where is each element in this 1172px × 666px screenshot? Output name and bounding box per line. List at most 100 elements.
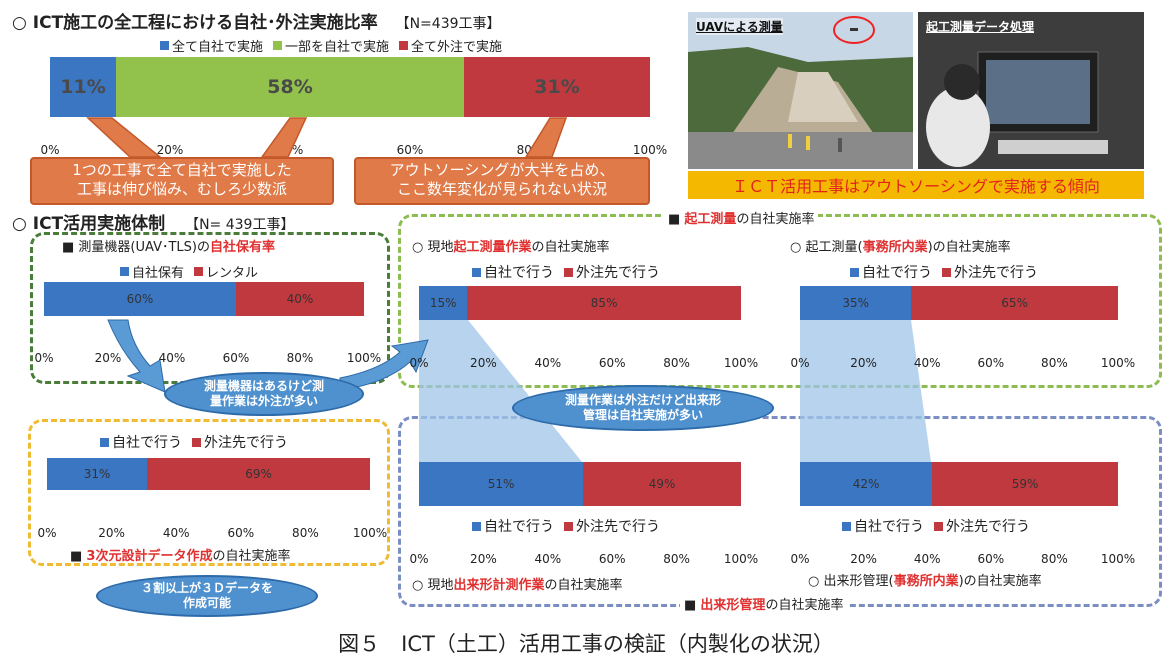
pointer-58pct	[260, 117, 308, 158]
tick-label-kiko_field-4: 80%	[663, 356, 690, 370]
tick-label-deki_field-1: 20%	[470, 552, 497, 566]
data-label-kiko_field-0: 15%	[429, 296, 457, 310]
bar-segment-deki_office-1: 59%	[932, 462, 1118, 506]
overall-n-count: 【N=439工事】	[395, 16, 501, 32]
bar-segment-kiko_office-0: 35%	[800, 286, 912, 320]
tick-label-deki_office-5: 100%	[1100, 552, 1136, 566]
legend-swatch-blue	[160, 41, 169, 50]
deki-field-title: ○ 現地出来形計測作業の自社実施率	[412, 578, 623, 593]
kiko-field-legend: 自社で行う 外注先で行う	[472, 262, 660, 282]
tick-label-design3d-4: 80%	[292, 526, 319, 540]
deki-field-legend: 自社で行う 外注先で行う	[472, 516, 660, 536]
office-photo-label: 起工測量データ処理	[926, 20, 1035, 34]
tick-label-overall-5: 100%	[632, 143, 668, 157]
overall-legend: 全て自社で実施 一部を自社で実施 全て外注で実施	[160, 36, 502, 55]
legend-item-all-outsourced: 全て外注で実施	[399, 36, 502, 55]
deki-office-title: ○ 出来形管理(事務所内業)の自社実施率	[808, 574, 1042, 589]
kiko-field-title: ○ 現地起工測量作業の自社実施率	[412, 240, 610, 255]
deki-field-x-axis: 0%20%40%60%80%100%	[409, 552, 758, 568]
overall-title: ○ ICT施工の全工程における自社･外注実施比率 【N=439工事】	[12, 13, 501, 33]
legend-swatch-blue	[850, 267, 859, 277]
arrow-to-kiko	[339, 339, 429, 391]
tick-label-deki_office-3: 60%	[977, 552, 1005, 566]
drone-icon	[850, 28, 858, 31]
legend-swatch-blue	[842, 521, 851, 531]
data-label-kiko_office-1: 65%	[1001, 296, 1028, 310]
tick-label-deki_office-4: 80%	[1041, 552, 1068, 566]
data-label-design3d-1: 69%	[245, 467, 272, 481]
tick-label-kiko_office-3: 60%	[977, 356, 1005, 370]
legend-swatch-blue	[472, 267, 481, 277]
legend-item-partial-inhouse: 一部を自社で実施	[273, 36, 389, 55]
drone-highlight-circle	[833, 16, 875, 44]
tick-label-deki_field-3: 60%	[598, 552, 626, 566]
data-label-overall-0: 11%	[60, 76, 106, 98]
tick-label-kiko_field-0: 0%	[409, 356, 429, 370]
figure-caption: 図５ ICT（土工）活用工事の検証（内製化の状況）	[338, 632, 834, 656]
data-label-kiko_field-1: 85%	[590, 296, 618, 310]
tick-label-equipment-4: 80%	[286, 351, 314, 365]
deki-office-x-axis: 0%20%40%60%80%100%	[790, 552, 1135, 568]
tick-label-deki_field-4: 80%	[663, 552, 690, 566]
uav-survey-photo: UAVによる測量	[688, 12, 913, 169]
uav-survey-image	[688, 12, 913, 169]
tick-label-deki_office-2: 40%	[913, 552, 941, 566]
tick-label-equipment-2: 40%	[158, 351, 186, 365]
overall-stacked-bar: 11%58%31%	[50, 57, 650, 117]
legend-swatch-red	[564, 521, 573, 531]
deki-field-stacked-bar: 51% 49%	[419, 462, 741, 506]
legend-swatch-red	[192, 437, 201, 447]
data-label-deki_field-0: 51%	[487, 477, 515, 491]
bar-segment-deki_field-1: 49%	[583, 462, 741, 506]
bar-segment-overall-0: 11%	[50, 57, 116, 117]
outsourcing-trend-banner: ＩＣＴ活用工事はアウトソーシングで実施する傾向	[688, 171, 1144, 199]
tick-label-kiko_office-0: 0%	[790, 356, 810, 370]
tick-label-kiko_office-5: 100%	[1100, 356, 1136, 370]
bar-segment-design3d-1: 69%	[147, 458, 370, 490]
tick-label-overall-1: 20%	[156, 143, 184, 157]
tick-label-kiko_field-2: 40%	[534, 356, 562, 370]
tick-label-overall-0: 0%	[40, 143, 60, 157]
bar-segment-deki_field-0: 51%	[419, 462, 584, 506]
design3d-title: ■ 3次元設計データ作成の自社実施率	[70, 549, 291, 564]
connector-band-field	[419, 320, 582, 462]
tick-label-kiko_field-5: 100%	[723, 356, 759, 370]
deki-footer: ■ 出来形管理の自社実施率	[680, 594, 848, 613]
design3d-box	[28, 419, 390, 566]
tick-label-equipment-3: 60%	[222, 351, 250, 365]
tick-label-kiko_office-1: 20%	[850, 356, 877, 370]
tick-label-kiko_field-1: 20%	[470, 356, 497, 370]
kiko-field-stacked-bar: 15% 85%	[419, 286, 741, 320]
data-label-kiko_office-0: 35%	[842, 296, 869, 310]
callout-inhouse-minority: 1つの工事で全て自社で実施した工事は伸び悩み、むしろ少数派	[30, 157, 334, 205]
tick-label-equipment-5: 100%	[346, 351, 382, 365]
cloud-3d-data-note: ３割以上が３Ｄデータを作成可能	[96, 575, 318, 617]
kiko-header: ■ 起工測量の自社実施率	[664, 208, 819, 227]
deki-office-stacked-bar: 42%59%	[800, 462, 1118, 506]
legend-swatch-green	[273, 41, 283, 50]
deki-office-legend: 自社で行う 外注先で行う	[842, 516, 1030, 536]
bar-segment-kiko_field-0: 15%	[419, 286, 468, 320]
cloud-equipment-note: 測量機器はあるけど測量作業は外注が多い	[164, 372, 364, 416]
kiko-office-stacked-bar: 35% 65%	[800, 286, 1118, 320]
bar-segment-kiko_field-1: 85%	[467, 286, 741, 320]
tick-label-kiko_office-4: 80%	[1041, 356, 1068, 370]
design3d-stacked-bar: 31% 69%	[47, 458, 370, 490]
tick-label-deki_office-0: 0%	[790, 552, 810, 566]
tick-label-design3d-3: 60%	[227, 526, 255, 540]
tick-label-design3d-5: 100%	[352, 526, 388, 540]
bar-segment-overall-2: 31%	[464, 57, 650, 117]
equipment-legend: 自社保有 レンタル	[120, 262, 258, 281]
tick-label-overall-3: 60%	[396, 143, 424, 157]
kiko-office-legend: 自社で行う 外注先で行う	[850, 262, 1038, 282]
tick-label-equipment-0: 0%	[34, 351, 54, 365]
office-processing-photo: 起工測量データ処理	[918, 12, 1144, 169]
tick-label-design3d-2: 40%	[162, 526, 190, 540]
legend-swatch-red	[399, 41, 409, 50]
data-label-design3d-0: 31%	[83, 467, 111, 481]
design3d-legend: 自社で行う 外注先で行う	[100, 432, 288, 452]
office-processing-image	[918, 12, 1144, 169]
bar-segment-deki_office-0: 42%	[800, 462, 933, 506]
cloud-deki-note: 測量作業は外注だけど出来形管理は自社実施が多い	[512, 385, 774, 431]
